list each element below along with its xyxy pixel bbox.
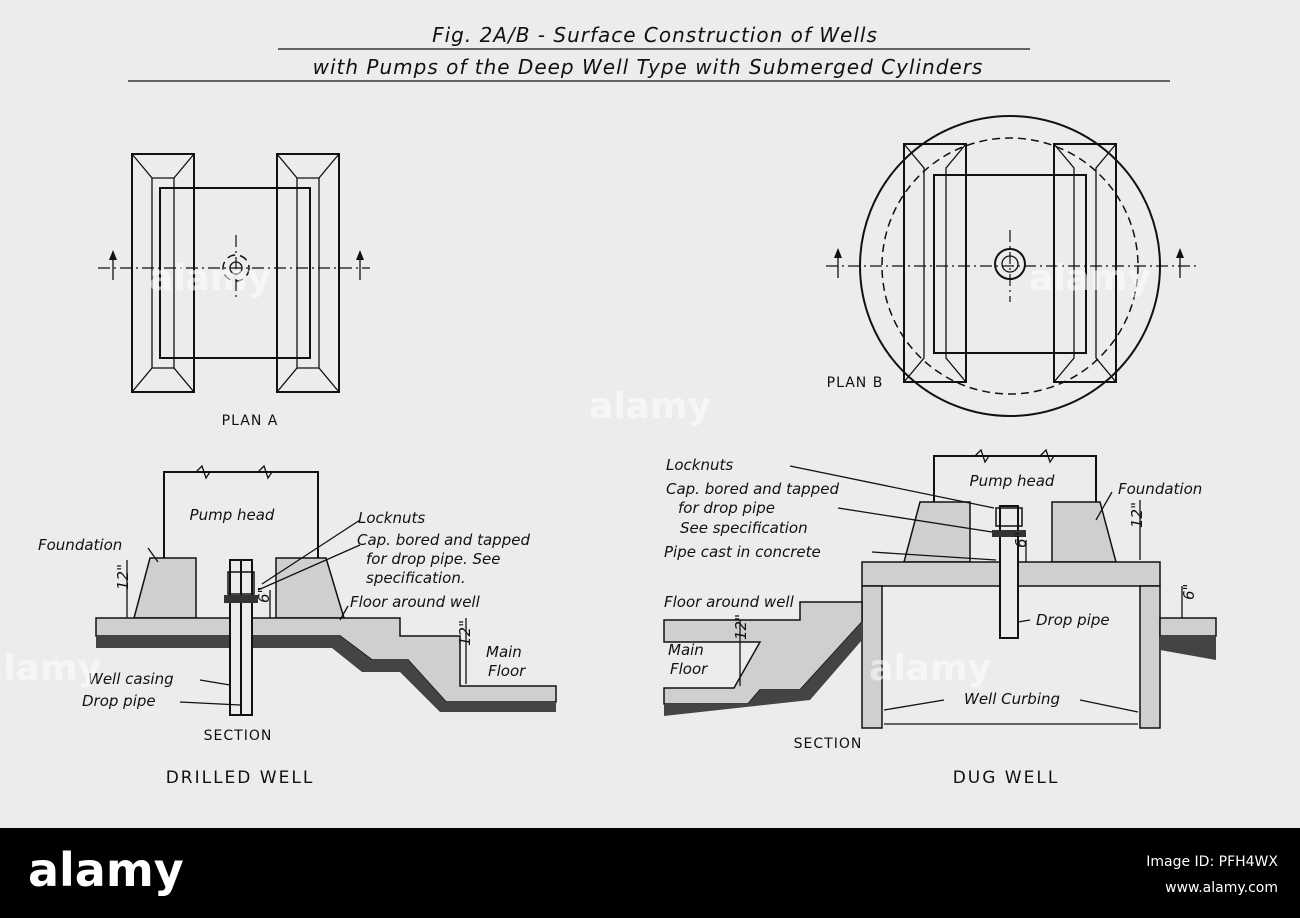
drilled-pump-head-label: Pump head (190, 506, 275, 524)
drilled-foundation-label: Foundation (38, 536, 122, 554)
drilled-floor-around-well: Floor around well (350, 593, 481, 611)
footer-logo: alamy (28, 843, 184, 897)
figure-title-line1: Fig. 2A/B - Surface Construction of Well… (432, 23, 878, 47)
drilled-locknuts-label: Locknuts (358, 509, 425, 527)
dug-well-caption: DUG WELL (953, 768, 1060, 788)
dug-well-section-drawing (663, 448, 1217, 729)
drilled-cap-line1: Cap. bored and tapped (357, 531, 530, 549)
dug-main-floor-line1: Main (668, 641, 704, 659)
drilled-dim-6: 6" (255, 587, 273, 603)
dug-main-floor-line2: Floor (670, 660, 708, 678)
drilled-well-casing-label: Well casing (88, 670, 174, 688)
dug-dim-6: 6" (1012, 532, 1030, 548)
dug-pump-head-label: Pump head (970, 472, 1055, 490)
drilled-section-label: SECTION (204, 728, 273, 744)
dug-well-curbing-label: Well Curbing (964, 690, 1060, 708)
drilled-well-section-drawing (95, 464, 557, 716)
dug-cap-line1: Cap. bored and tapped (666, 480, 839, 498)
drilled-drop-pipe-label: Drop pipe (82, 692, 156, 710)
footer-image-id: Image ID: PFH4WX (1146, 854, 1278, 870)
dug-section-label: SECTION (794, 736, 863, 752)
plan-a-label: PLAN A (222, 413, 279, 429)
dug-dim-12: 12" (1128, 502, 1146, 528)
dug-drop-pipe-label: Drop pipe (1036, 611, 1110, 629)
drilled-main-floor-line2: Floor (488, 662, 526, 680)
drilled-cap-line3: specification. (366, 569, 466, 587)
watermark-right: alamy (1029, 258, 1151, 299)
drilled-well-caption: DRILLED WELL (166, 768, 315, 788)
dug-dim-6-right: 6" (1180, 584, 1198, 600)
dug-dim-12-floor: 12" (732, 614, 750, 640)
footer-url: www.alamy.com (1165, 880, 1278, 896)
watermark-left: alamy (149, 258, 271, 299)
dug-cap-line3: See specification (680, 519, 808, 537)
dug-cap-line2: for drop pipe (678, 499, 775, 517)
watermark-lower-mid: alamy (869, 648, 991, 689)
watermark-lower-left: alamy (0, 648, 101, 689)
plan-a-drawing (98, 153, 370, 393)
drilled-dim-12: 12" (114, 564, 132, 590)
figure-title-line2: with Pumps of the Deep Well Type with Su… (313, 55, 984, 79)
paper-background (0, 0, 1300, 828)
dug-pipe-cast-label: Pipe cast in concrete (664, 543, 821, 561)
watermark-center: alamy (589, 386, 711, 427)
dug-foundation-label: Foundation (1118, 480, 1202, 498)
drilled-dim-12-floor: 12" (456, 620, 474, 646)
drilled-main-floor-line1: Main (486, 643, 522, 661)
plan-b-label: PLAN B (827, 375, 884, 391)
plan-b-drawing (826, 115, 1196, 417)
footer-bar (0, 828, 1300, 918)
dug-floor-around-well: Floor around well (664, 593, 795, 611)
dug-locknuts-label: Locknuts (666, 456, 733, 474)
drilled-cap-line2: for drop pipe. See (366, 550, 501, 568)
